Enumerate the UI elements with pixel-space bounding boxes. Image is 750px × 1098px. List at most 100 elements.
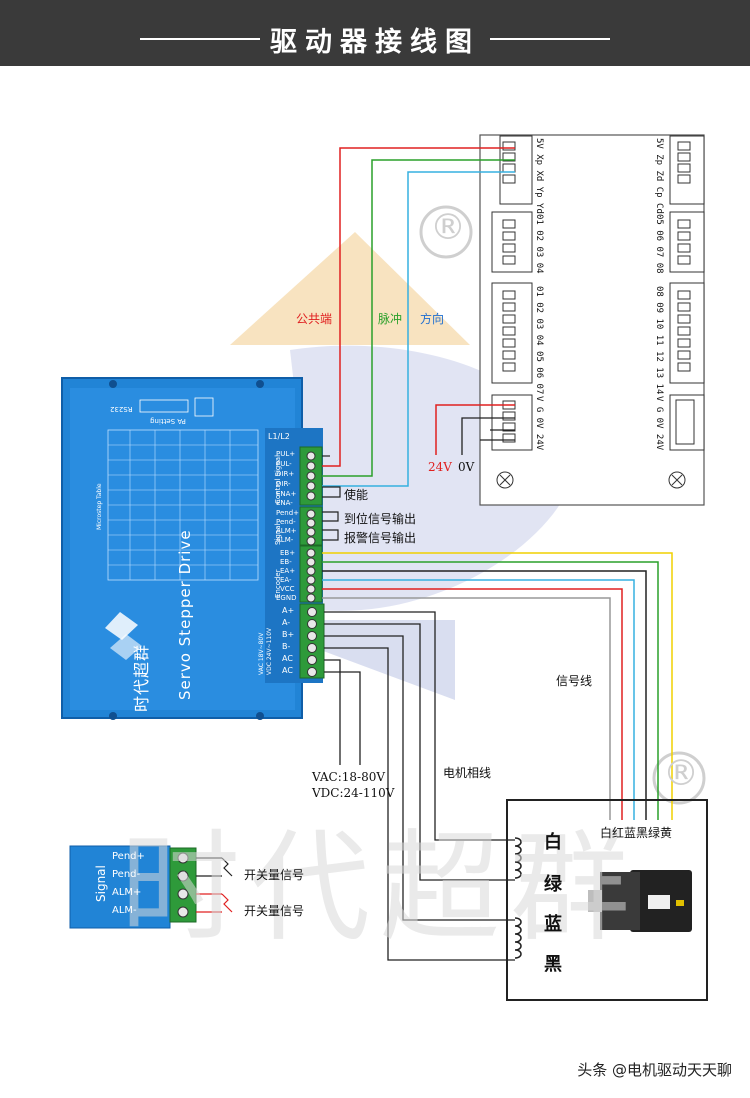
driver-terminals <box>299 446 325 679</box>
term-ac-1: AC <box>282 654 293 663</box>
wire-encoder-blue <box>322 579 635 820</box>
wire-direction-blue <box>322 171 515 487</box>
inset-pend-minus: Pend- <box>112 869 141 880</box>
term-pul-minus: PUL- <box>276 460 292 468</box>
term-pul-plus: PUL+ <box>276 450 296 458</box>
header-bar: 驱动器接线图 <box>0 0 750 66</box>
label-switch-signal-2: 开关量信号 <box>244 904 305 918</box>
wire-encoder-green <box>322 561 659 820</box>
ctrl-label-left-3: 01 02 03 04 05 06 07 <box>534 286 544 395</box>
registered-symbol-bottom: ® <box>663 753 699 794</box>
coil-label-green: 绿 <box>544 874 562 895</box>
driver-pa-setting-label: PA Setting <box>150 417 186 425</box>
driver-brand: 时代超群 <box>132 643 151 712</box>
inset-alm-plus: ALM+ <box>112 887 142 898</box>
label-motor-phase: 电机相线 <box>443 766 492 780</box>
in-position-bracket <box>322 511 339 522</box>
header-rule-left <box>140 38 260 40</box>
wire-24v-red <box>435 404 515 455</box>
wire-phase-a-plus <box>324 611 515 841</box>
ctrl-label-right-4: V G 0V 24V <box>654 396 664 451</box>
motor-box <box>506 799 708 1001</box>
label-pulse: 脉冲 <box>378 312 403 326</box>
registered-mark-top <box>419 205 473 259</box>
label-0v: 0V <box>458 460 475 474</box>
term-ea-minus: EA- <box>280 576 292 584</box>
alarm-bracket <box>322 529 339 541</box>
registered-symbol-top: ® <box>430 207 466 248</box>
driver-model: Servo Stepper Drive <box>176 529 194 700</box>
watermark-text: 时代超群 <box>120 819 640 958</box>
term-eb-minus: EB- <box>280 558 292 566</box>
term-ena-minus: ENA- <box>276 499 293 507</box>
term-l1l2: L1/L2 <box>268 432 290 441</box>
driver-table-title: Microstep Table <box>96 483 103 530</box>
term-pend-plus: Pend+ <box>276 509 300 517</box>
term-b-plus: B+ <box>282 630 295 639</box>
coil-label-black: 黑 <box>544 954 562 975</box>
inset-alm-minus: ALM- <box>112 905 137 916</box>
term-eb-plus: EB+ <box>280 549 296 557</box>
term-ea-plus: EA+ <box>280 567 296 575</box>
term-a-minus: A- <box>282 618 291 627</box>
ctrl-label-right-3: 08 09 10 11 12 13 14 <box>654 286 664 395</box>
wire-ac-2 <box>324 671 361 765</box>
signal-inset <box>69 845 233 929</box>
ctrl-label-right-1: 5V Zp Zd Cp Cd <box>654 138 664 214</box>
term-pend-minus: Pend- <box>276 518 296 526</box>
wire-ac-1 <box>324 659 341 765</box>
label-common: 公共端 <box>296 312 333 326</box>
wire-0v-black <box>461 417 515 455</box>
inset-pend-plus: Pend+ <box>112 851 145 862</box>
motor-image <box>588 870 692 932</box>
term-b-minus: B- <box>282 642 291 651</box>
inset-signal-title: Signal <box>94 865 108 902</box>
label-switch-signal-1: 开关量信号 <box>244 868 305 882</box>
label-enable: 使能 <box>344 488 369 502</box>
wire-encoder-black <box>322 570 647 820</box>
wire-pulse-green <box>322 159 515 477</box>
term-ac-2: AC <box>282 666 293 675</box>
term-vcc: VCC <box>280 585 295 593</box>
page-title: 驱动器接线图 <box>270 27 480 58</box>
registered-mark-bottom <box>652 751 706 805</box>
wire-phase-a-minus <box>324 623 515 881</box>
coil-b <box>514 917 522 959</box>
driver-rs232-label: RS232 <box>110 405 133 413</box>
label-direction: 方向 <box>420 312 445 326</box>
ctrl-label-left-4: V G 0V 24V <box>534 396 544 451</box>
header-rule-right <box>490 38 610 40</box>
wire-encoder-yellow <box>322 552 673 820</box>
footer-attribution: 头条 @电机驱动天天聊 <box>577 1061 732 1079</box>
wire-encoder-red <box>322 588 623 820</box>
watermark-triangle-orange <box>230 232 470 345</box>
ctrl-label-left-2: 01 02 03 04 <box>534 214 544 274</box>
coil-label-blue: 蓝 <box>544 914 562 935</box>
label-in-position: 到位信号输出 <box>344 512 417 526</box>
wire-encoder-white <box>322 597 611 820</box>
ctrl-label-left-1: 5V Xp Xd Yp Yd <box>534 138 544 214</box>
label-vac: VAC:18-80V <box>312 770 386 784</box>
ctrl-label-right-2: 05 06 07 08 <box>654 214 664 274</box>
term-dir-minus: DIR- <box>276 480 291 488</box>
coil-a <box>514 837 522 879</box>
wire-phase-b-plus <box>324 635 515 921</box>
label-24v: 24V <box>428 460 452 474</box>
term-a-plus: A+ <box>282 606 295 615</box>
driver-spec-vdc: VDC 24V~110V <box>266 627 273 675</box>
term-dir-plus: DIR+ <box>276 470 295 478</box>
label-encoder-colors: 白红蓝黑绿黄 <box>600 826 673 840</box>
label-alarm-out: 报警信号输出 <box>344 531 417 545</box>
term-egnd: EGND <box>276 594 297 602</box>
wire-phase-b-minus <box>324 647 515 961</box>
label-signal-line: 信号线 <box>556 674 593 688</box>
controller-board <box>479 134 705 506</box>
wire-common-red <box>322 147 515 467</box>
term-alm-plus: ALM+ <box>276 527 297 535</box>
enable-bracket <box>322 486 341 498</box>
label-vdc: VDC:24-110V <box>312 786 395 800</box>
coil-label-white: 白 <box>544 832 562 853</box>
term-ena-plus: ENA+ <box>276 490 297 498</box>
term-alm-minus: ALM- <box>276 536 294 544</box>
